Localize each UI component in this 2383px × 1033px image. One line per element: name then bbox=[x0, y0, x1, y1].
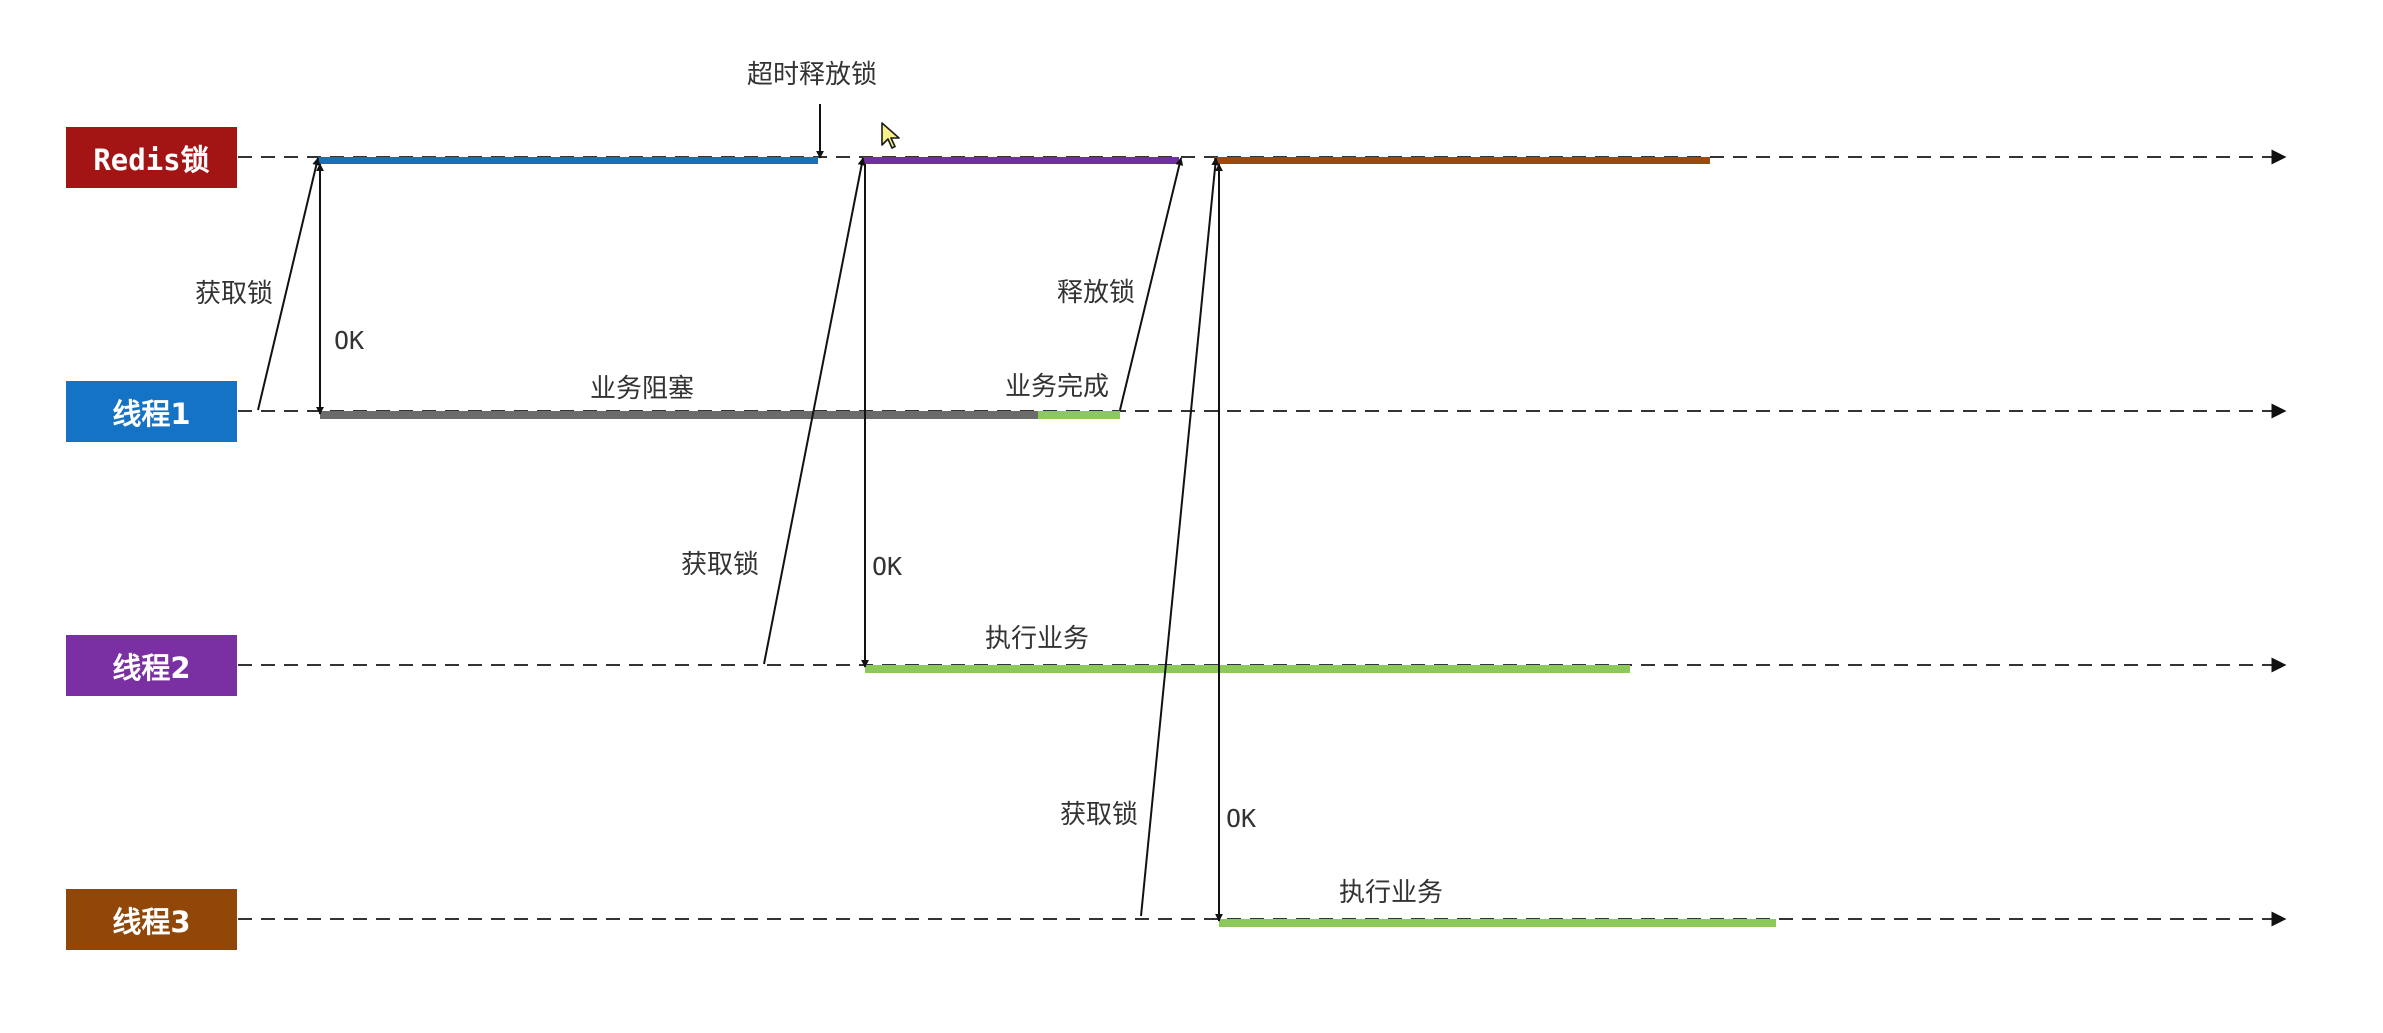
thread3-acquire-label: 获取锁 bbox=[1060, 800, 1139, 830]
thread1-release-arrow bbox=[1119, 157, 1184, 411]
thread2-acquire-label: 获取锁 bbox=[681, 550, 760, 580]
lane-label-thread1: 线程1 bbox=[66, 381, 237, 442]
thread1-done-label: 业务完成 bbox=[1005, 372, 1110, 402]
thread1-acquire-label: 获取锁 bbox=[195, 279, 274, 309]
thread1-done-bar bbox=[1038, 411, 1120, 419]
thread2-execute-bar bbox=[865, 665, 1630, 673]
lane-label-redis: Redis锁 bbox=[66, 127, 237, 188]
lane-label-thread2: 线程2 bbox=[66, 635, 237, 696]
thread2-acquire-arrow bbox=[763, 157, 866, 665]
lock-held-by-thread1-bar bbox=[318, 157, 818, 164]
timeout-release-label: 超时释放锁 bbox=[747, 60, 878, 90]
thread3-execute-label: 执行业务 bbox=[1339, 878, 1444, 908]
thread1-blocked-bar bbox=[320, 411, 1038, 419]
lock-held-by-thread2-bar bbox=[863, 157, 1179, 164]
thread1-acquire-arrow bbox=[257, 157, 321, 411]
thread3-execute-bar bbox=[1219, 919, 1776, 927]
thread1-release-label: 释放锁 bbox=[1057, 278, 1136, 308]
thread3-ok-label: OK bbox=[1226, 804, 1257, 833]
thread2-ok-label: OK bbox=[872, 552, 903, 581]
lane-label-thread3: 线程3 bbox=[66, 889, 237, 950]
mouse-cursor-icon bbox=[881, 122, 900, 149]
thread2-execute-label: 执行业务 bbox=[985, 624, 1090, 654]
lock-held-by-thread3-bar bbox=[1214, 157, 1710, 164]
thread1-blocked-label: 业务阻塞 bbox=[590, 374, 695, 404]
thread1-ok-label: OK bbox=[334, 326, 365, 355]
thread3-acquire-arrow bbox=[1140, 157, 1220, 917]
